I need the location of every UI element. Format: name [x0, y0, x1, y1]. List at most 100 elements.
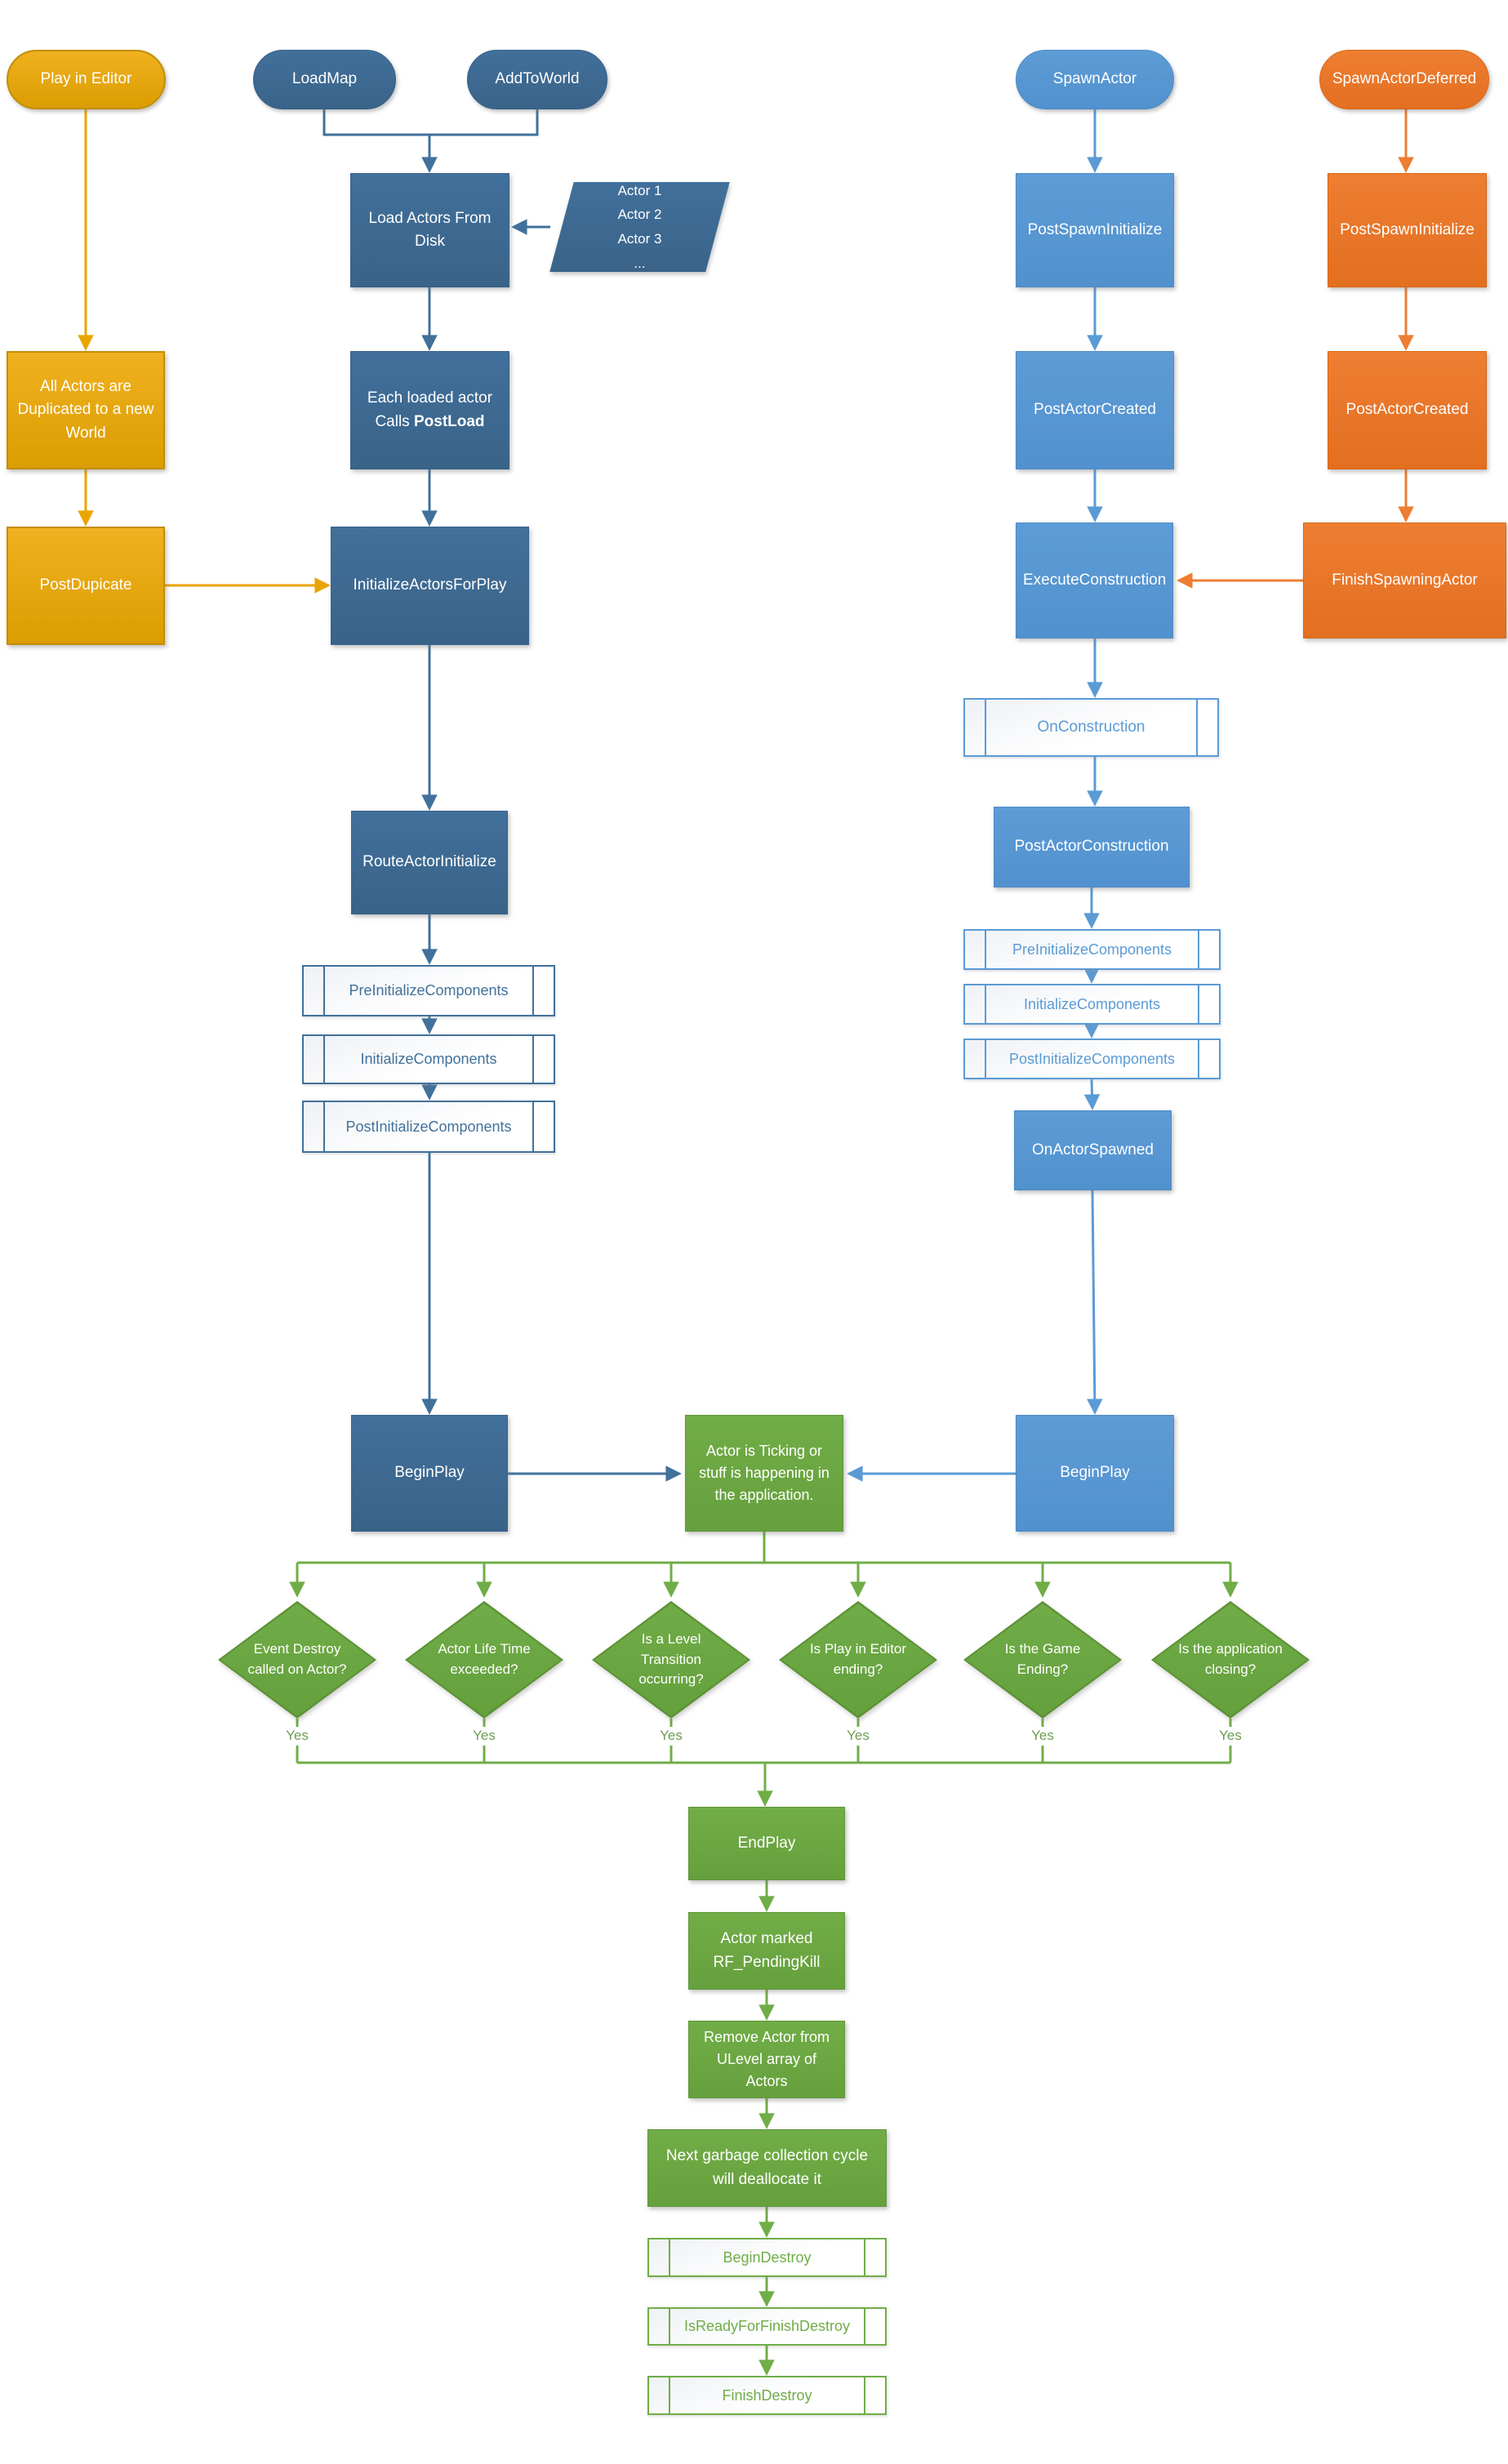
text-line: the application.	[714, 1487, 814, 1503]
begin-play-right-label: BeginPlay	[1016, 1461, 1173, 1485]
subroutine-inner-line	[985, 1040, 986, 1078]
post-initialize-components-right: PostInitializeComponents	[963, 1039, 1221, 1079]
execute-construction-label: ExecuteConstruction	[1016, 569, 1172, 593]
start-spawn-actor-label: SpawnActor	[1016, 68, 1173, 91]
subroutine-inner-line	[985, 985, 986, 1023]
subroutine-inner-line	[669, 2239, 670, 2275]
post-actor-created-spawn: PostActorCreated	[1016, 351, 1174, 469]
initialize-components-right: InitializeComponents	[963, 984, 1221, 1025]
yes-label: Yes	[279, 1727, 315, 1746]
text-line: AddToWorld	[495, 70, 580, 88]
pre-initialize-components-right: PreInitializeComponents	[963, 929, 1221, 970]
text-line: Is the Game	[1004, 1641, 1081, 1657]
post-initialize-components-right-label: PostInitializeComponents	[965, 1048, 1219, 1070]
text-line: InitializeComponents	[360, 1051, 497, 1067]
text-line: Actor is Ticking or	[705, 1443, 823, 1459]
post-initialize-components-left: PostInitializeComponents	[302, 1101, 555, 1153]
text-line: ExecuteConstruction	[1023, 571, 1167, 589]
post-spawn-initialize-spawn-label: PostSpawnInitialize	[1016, 219, 1173, 242]
subroutine-inner-line	[532, 1036, 534, 1083]
start-add-to-world: AddToWorld	[467, 50, 607, 109]
post-initialize-components-left-label: PostInitializeComponents	[304, 1116, 554, 1138]
yes-label: Yes	[1212, 1727, 1248, 1746]
text-line: Is a Level	[641, 1631, 701, 1648]
route-actor-initialize-label: RouteActorInitialize	[352, 851, 507, 874]
end-play: EndPlay	[688, 1807, 845, 1880]
text-line: Load Actors From	[368, 209, 492, 227]
text-line: IsReadyForFinishDestroy	[683, 2318, 851, 2334]
text-line: OnActorSpawned	[1032, 1141, 1154, 1159]
finish-destroy-label: FinishDestroy	[649, 2385, 885, 2407]
text-line: Ending?	[1016, 1661, 1069, 1677]
begin-destroy-label: BeginDestroy	[649, 2247, 885, 2269]
subroutine-inner-line	[532, 1102, 534, 1151]
subroutine-inner-line	[985, 931, 986, 968]
text-line: Transition	[640, 1651, 701, 1667]
actor-ticking: Actor is Ticking or stuff is happening in…	[685, 1415, 843, 1532]
subroutine-inner-line	[323, 1102, 325, 1151]
initialize-components-left: InitializeComponents	[302, 1034, 555, 1084]
edge-loadmap-addtoworld-join	[323, 109, 539, 136]
finish-spawning-actor-label: FinishSpawningActor	[1304, 569, 1506, 593]
text-line: PostActorCreated	[1034, 401, 1156, 419]
actor-ticking-label: Actor is Ticking or stuff is happening in…	[686, 1440, 843, 1506]
begin-play-left: BeginPlay	[351, 1415, 508, 1532]
text-line: Is Play in Editor	[809, 1641, 907, 1657]
yes-label: Yes	[653, 1727, 689, 1746]
post-actor-created-deferred-label: PostActorCreated	[1328, 398, 1486, 422]
finish-destroy: FinishDestroy	[647, 2376, 887, 2415]
text-line: PostSpawnInitialize	[1027, 220, 1163, 238]
text-line: Disk	[415, 233, 445, 250]
text-line: Actor Life Time	[438, 1641, 531, 1657]
initialize-components-left-label: InitializeComponents	[304, 1048, 554, 1070]
begin-destroy: BeginDestroy	[647, 2238, 887, 2277]
post-spawn-initialize-deferred: PostSpawnInitialize	[1328, 173, 1487, 287]
text-line: World	[65, 424, 106, 442]
text-line: SpawnActor	[1052, 70, 1137, 88]
initialize-actors-for-play-label: InitializeActorsForPlay	[331, 574, 528, 598]
subroutine-inner-line	[1198, 931, 1199, 968]
text-line: ULevel array of	[716, 2051, 817, 2067]
text-line: Actor 1	[617, 182, 662, 198]
text-line: RF_PendingKill	[713, 1953, 821, 1971]
text-line: Actor 3	[617, 231, 662, 247]
text-line: Is the application	[1178, 1641, 1283, 1657]
yes-label: Yes	[466, 1727, 502, 1746]
start-spawn-actor-deferred-label: SpawnActorDeferred	[1320, 68, 1488, 91]
text-line: will deallocate it	[712, 2170, 822, 2188]
text-line: PostActorConstruction	[1014, 838, 1169, 856]
text-line: EndPlay	[737, 1834, 796, 1852]
subroutine-inner-line	[1198, 985, 1199, 1023]
end-play-label: EndPlay	[689, 1832, 844, 1856]
text-line: closing?	[1204, 1661, 1257, 1677]
subroutine-inner-line	[532, 967, 534, 1015]
yes-label: Yes	[840, 1727, 876, 1746]
decision-event-destroy: Event Destroy called on Actor?	[218, 1601, 376, 1719]
text-line: Play in Editor	[40, 70, 132, 88]
text-line: BeginDestroy	[723, 2248, 812, 2266]
text-line: stuff is happening in	[699, 1465, 830, 1481]
start-play-in-editor: Play in Editor	[7, 50, 166, 109]
text-line: called on Actor?	[247, 1661, 347, 1677]
text-line: SpawnActorDeferred	[1332, 70, 1477, 88]
text-line: PreInitializeComponents	[349, 982, 509, 998]
post-dupicate-label: PostDupicate	[8, 574, 163, 598]
text-line: InitializeActorsForPlay	[353, 576, 507, 594]
subroutine-inner-line	[669, 2377, 670, 2413]
text-line: Actors	[745, 2073, 788, 2089]
text-bold: PostLoad	[413, 412, 485, 430]
execute-construction: ExecuteConstruction	[1016, 523, 1173, 638]
is-ready-for-finish-destroy: IsReadyForFinishDestroy	[647, 2307, 887, 2346]
text-line: Event Destroy	[253, 1641, 341, 1657]
